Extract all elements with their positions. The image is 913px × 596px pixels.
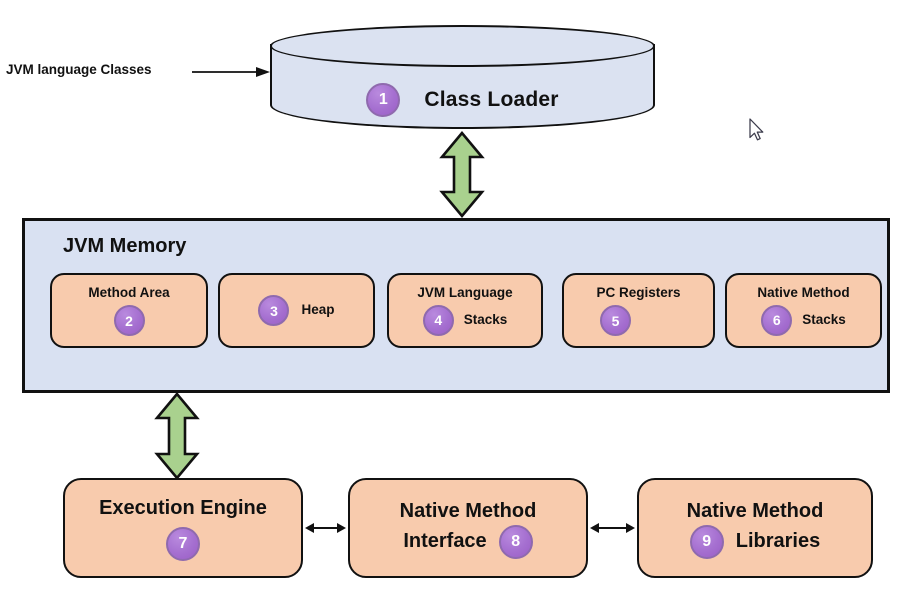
jvm-language-stacks-label-line1: JVM Language [417, 285, 513, 301]
jvm-memory-title: JVM Memory [63, 235, 187, 257]
step-badge-9: 9 [689, 524, 724, 559]
step-badge-7: 7 [166, 527, 200, 561]
input-classes-label: JVM language Classes [6, 62, 152, 77]
method-area-label: Method Area [88, 284, 170, 300]
native-method-libraries-label-line1: Native Method [686, 499, 824, 522]
jvm-memory-container: JVM Memory Method Area 2 3 Heap JVM Lang… [22, 218, 890, 393]
step-badge-8: 8 [498, 524, 533, 559]
native-method-interface-label-line1: Native Method [399, 499, 537, 522]
native-method-libraries-box: Native Method 9 Libraries [637, 478, 873, 578]
step-badge-1: 1 [366, 83, 401, 117]
execution-engine-box: Execution Engine 7 [63, 478, 303, 578]
execution-engine-label: Execution Engine [99, 497, 267, 519]
heap-label: Heap [301, 302, 335, 318]
step-badge-4: 4 [422, 304, 454, 336]
memory-box-pc-registers: PC Registers 5 [562, 273, 715, 348]
step-badge-5: 5 [600, 305, 631, 337]
class-loader-cylinder: 1 Class Loader [270, 25, 655, 129]
link-arrow-engine-interface [305, 523, 346, 533]
step-badge-2: 2 [113, 305, 145, 337]
memory-box-method-area: Method Area 2 [50, 273, 208, 348]
cylinder-top-ellipse [270, 25, 655, 67]
native-method-interface-label-line2: Interface [403, 530, 487, 552]
native-method-interface-box: Native Method Interface 8 [348, 478, 588, 578]
step-badge-3: 3 [258, 295, 290, 326]
native-method-stacks-label-line1: Native Method [757, 285, 850, 301]
native-method-stacks-label-line2: Stacks [802, 312, 846, 327]
class-loader-label: Class Loader [424, 88, 559, 111]
memory-box-heap: 3 Heap [218, 273, 375, 348]
jvm-language-stacks-label-line2: Stacks [463, 312, 508, 327]
memory-box-jvm-language-stacks: JVM Language 4 Stacks [387, 273, 543, 348]
flow-arrow-loader-memory [439, 130, 485, 219]
step-badge-6: 6 [761, 304, 793, 336]
input-arrow [192, 67, 270, 77]
mouse-cursor [749, 118, 764, 141]
memory-box-native-method-stacks: Native Method 6 Stacks [725, 273, 882, 348]
native-method-libraries-label-line2: Libraries [735, 530, 821, 552]
link-arrow-interface-libraries [590, 523, 635, 533]
pc-registers-label: PC Registers [596, 284, 681, 300]
flow-arrow-memory-engine [154, 391, 200, 481]
